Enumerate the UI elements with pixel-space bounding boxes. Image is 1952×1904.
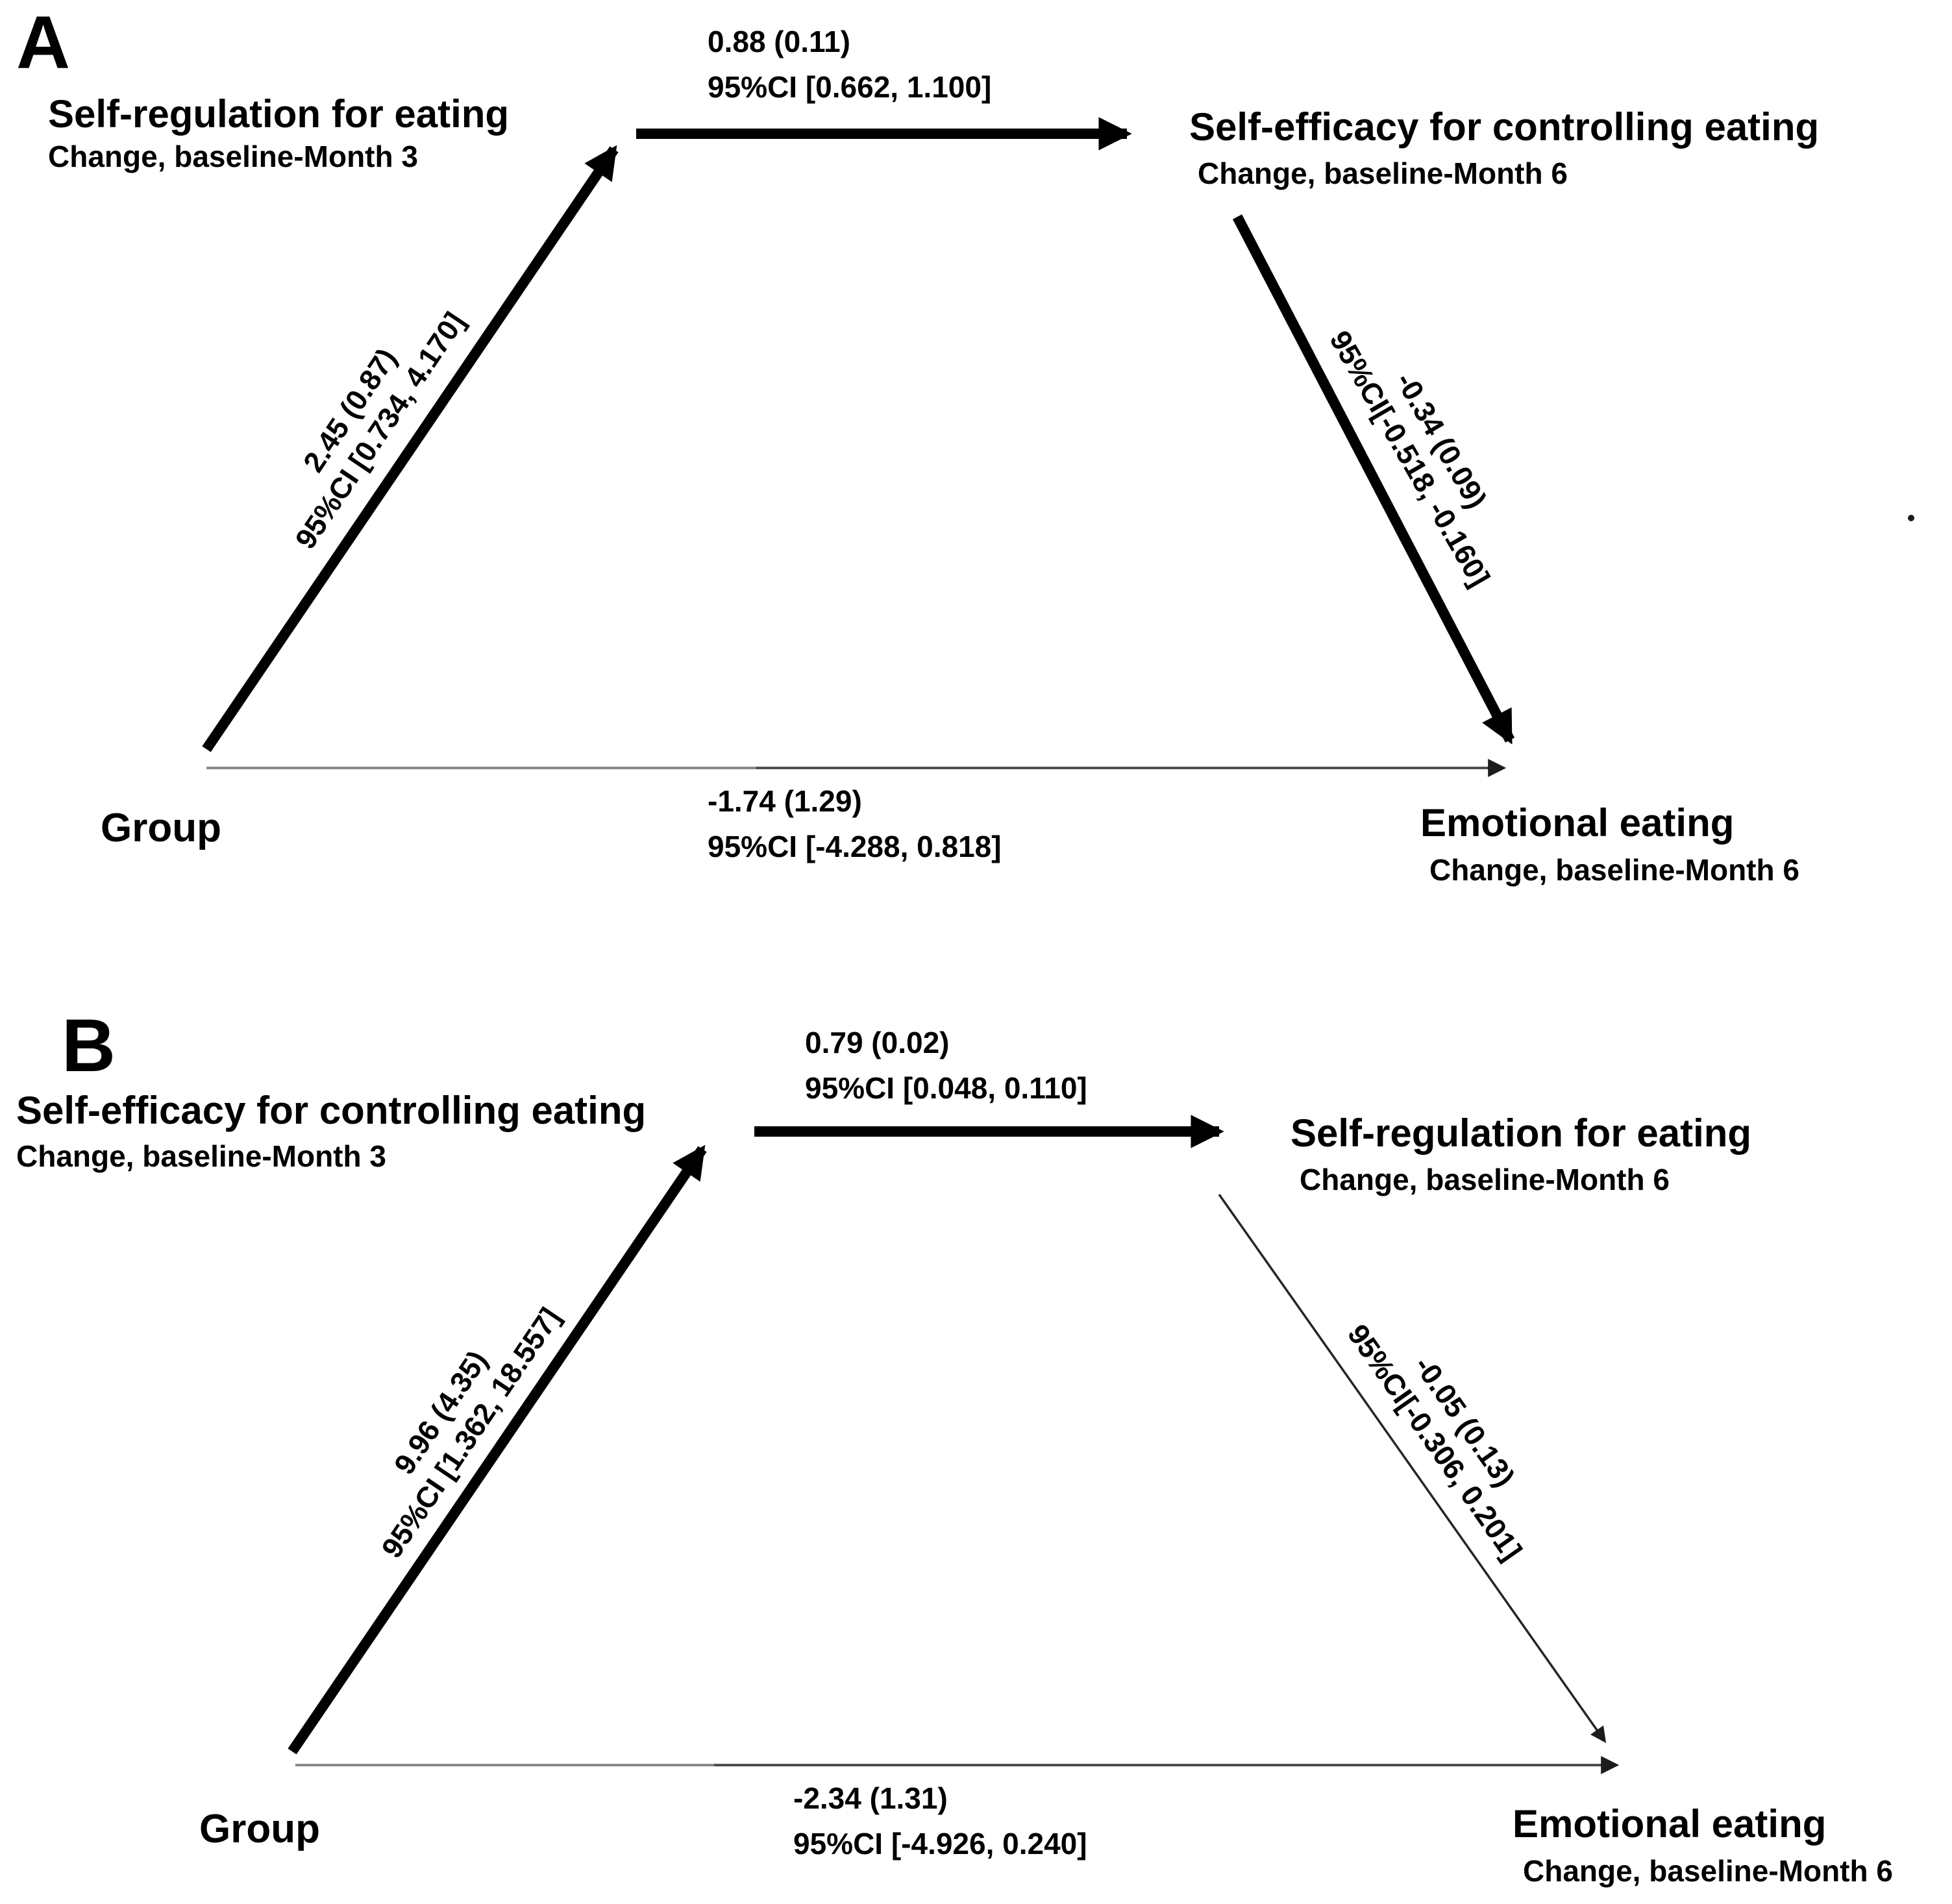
panel-b: B Self-efficacy for controlling eating C… (16, 1004, 1893, 1888)
panel-a-arrow-group-to-mediator (202, 145, 619, 752)
panel-a-predictor-title: Group (101, 806, 221, 850)
panel-b-outcome-subtitle: Change, baseline-Month 6 (1523, 1854, 1893, 1888)
panel-b-label-mediator-to-outcome: -0.05 (0.13) 95%CI[-0.306, 0.201] (1341, 1318, 1529, 1566)
panel-a-label-mediator-to-mediator-estimate: 0.88 (0.11) (708, 25, 850, 58)
panel-b-label-mediator-to-mediator-ci: 95%CI [0.048, 0.110] (805, 1071, 1087, 1105)
panel-b-label-mediator-to-mediator-estimate: 0.79 (0.02) (805, 1026, 949, 1059)
panel-a-label-group-to-outcome-ci: 95%CI [-4.288, 0.818] (708, 830, 1002, 863)
panel-b-arrow-group-to-mediator (288, 1144, 707, 1755)
panel-a-mediator-left-title: Self-regulation for eating (48, 92, 509, 136)
panel-a-label-mediator-to-mediator-ci: 95%CI [0.662, 1.100] (708, 70, 991, 104)
panel-b-outcome-title: Emotional eating (1513, 1802, 1826, 1846)
panel-a-outcome-subtitle: Change, baseline-Month 6 (1429, 853, 1799, 887)
panel-a-letter: A (16, 1, 70, 84)
panel-b-label-group-to-mediator: 9.96 (4.35) 95%CI [1.362, 18.557] (375, 1302, 567, 1564)
panel-a: A Self-regulation for eating Change, bas… (16, 1, 1914, 887)
panel-a-label-group-to-outcome-estimate: -1.74 (1.29) (708, 784, 862, 818)
panel-a-arrow-mediator-to-outcome (1232, 214, 1515, 745)
panel-b-letter: B (62, 1004, 116, 1087)
panel-b-arrow-mediator-to-outcome (1218, 1193, 1607, 1744)
panel-b-mediator-right-subtitle: Change, baseline-Month 6 (1300, 1163, 1670, 1196)
panel-b-label-group-to-outcome-ci: 95%CI [-4.926, 0.240] (793, 1827, 1087, 1861)
panel-a-mediator-right-subtitle: Change, baseline-Month 6 (1198, 156, 1568, 190)
panel-b-mediator-right-title: Self-regulation for eating (1291, 1111, 1751, 1155)
panel-b-label-group-to-mediator-ci: 95%CI [1.362, 18.557] (375, 1302, 567, 1564)
panel-a-mediator-right-title: Self-efficacy for controlling eating (1189, 105, 1819, 149)
panel-b-label-group-to-outcome-estimate: -2.34 (1.31) (793, 1781, 948, 1815)
panel-b-mediator-left-subtitle: Change, baseline-Month 3 (16, 1139, 386, 1173)
panel-a-mediator-left-subtitle: Change, baseline-Month 3 (48, 140, 418, 173)
panel-a-outcome-title: Emotional eating (1420, 801, 1734, 845)
panel-b-predictor-title: Group (199, 1807, 320, 1851)
panel-b-mediator-left-title: Self-efficacy for controlling eating (16, 1089, 646, 1132)
stray-dot (1908, 515, 1914, 521)
